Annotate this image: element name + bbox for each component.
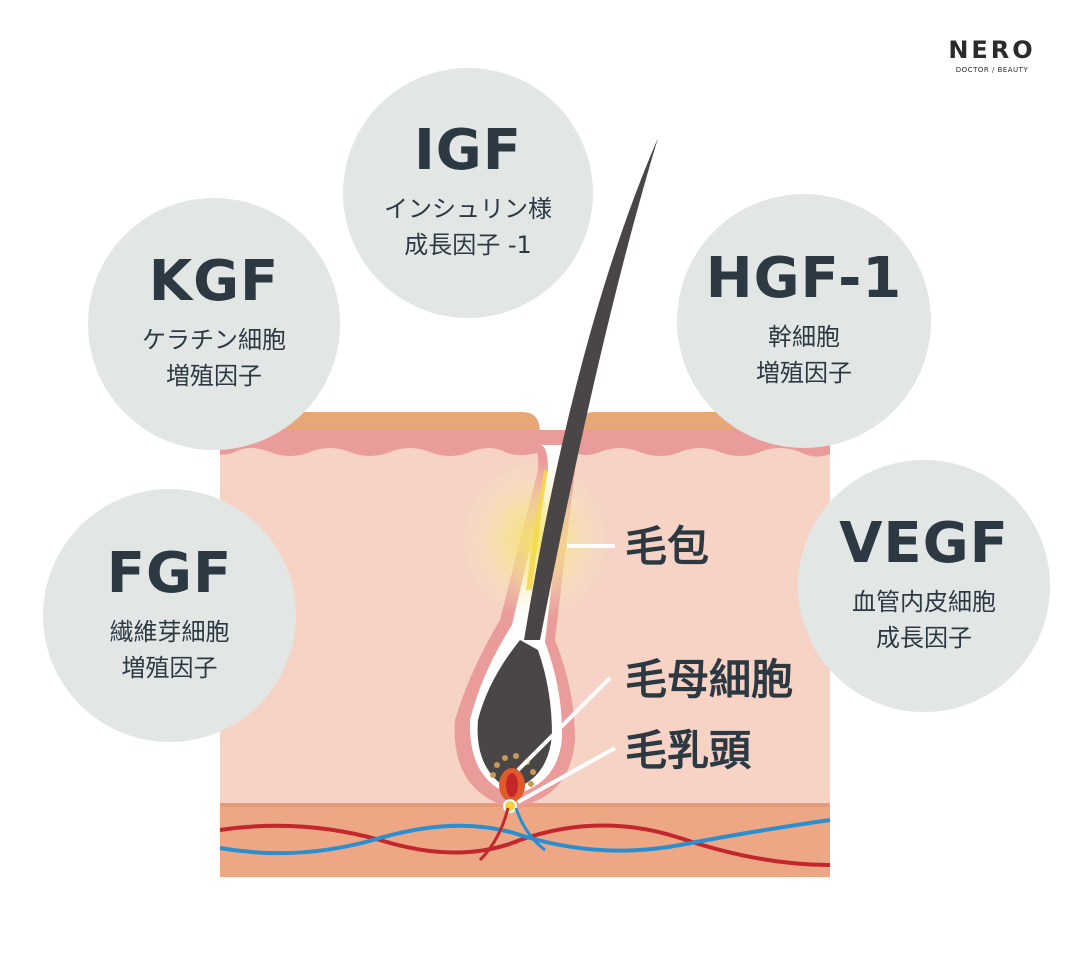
subcutaneous-top-line xyxy=(220,803,830,807)
factor-abbr-fgf: FGF xyxy=(106,540,233,606)
factor-circle-igf: IGF インシュリン様 成長因子 -1 xyxy=(343,68,593,318)
factor-desc-vegf: 血管内皮細胞 成長因子 xyxy=(852,588,996,652)
label-dermal-papilla: 毛乳頭 xyxy=(625,726,752,775)
factor-abbr-igf: IGF xyxy=(413,118,523,183)
epidermis-band-left xyxy=(220,430,540,456)
papilla-vein xyxy=(514,807,546,852)
factor-abbr-vegf: VEGF xyxy=(839,511,1009,576)
factor-circle-fgf: FGF 繊維芽細胞 増殖因子 xyxy=(43,489,296,742)
artery-vessel xyxy=(219,823,831,867)
brand-name: NERO xyxy=(948,36,1036,64)
factor-abbr-kgf: KGF xyxy=(148,249,280,314)
factor-circle-kgf: KGF ケラチン細胞 増殖因子 xyxy=(88,198,340,450)
factor-desc-igf: インシュリン様 成長因子 -1 xyxy=(384,195,552,259)
subcutaneous-layer xyxy=(220,805,830,877)
factor-circle-vegf: VEGF 血管内皮細胞 成長因子 xyxy=(798,460,1050,712)
label-follicle: 毛包 xyxy=(625,522,710,571)
dermal-papilla-core xyxy=(506,773,518,797)
hair-shaft xyxy=(524,138,658,640)
brand-tagline: DOCTOR / BEAUTY xyxy=(955,66,1029,74)
papilla-artery xyxy=(478,807,510,862)
factor-circle-hgf: HGF-1 幹細胞 増殖因子 xyxy=(677,194,931,448)
leader-papilla xyxy=(517,746,616,804)
factor-desc-fgf: 繊維芽細胞 増殖因子 xyxy=(109,617,230,682)
label-hair-matrix-cells: 毛母細胞 xyxy=(625,655,794,704)
brand-logo: NERO DOCTOR / BEAUTY xyxy=(942,38,1042,74)
hair-shaft-highlight xyxy=(526,470,548,590)
factor-desc-hgf: 幹細胞 増殖因子 xyxy=(756,323,852,387)
vein-vessel xyxy=(219,818,831,856)
factor-desc-kgf: ケラチン細胞 増殖因子 xyxy=(142,326,286,390)
factor-abbr-hgf: HGF-1 xyxy=(705,246,903,311)
leader-matrix xyxy=(516,676,612,772)
papilla-highlight xyxy=(503,799,517,813)
hair-matrix-cells xyxy=(490,753,536,787)
